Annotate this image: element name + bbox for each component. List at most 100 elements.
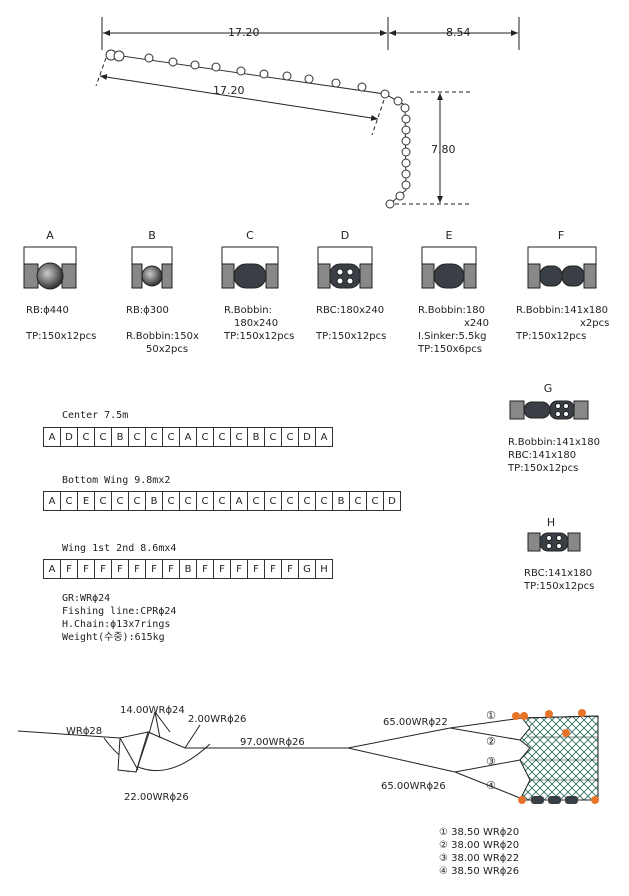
- sequence-cell: C: [213, 491, 231, 511]
- sequence-cell: C: [94, 427, 112, 447]
- label-wr26-short: 2.00WRϕ26: [188, 714, 247, 725]
- legend-item: ④ 38.50 WRϕ26: [439, 866, 520, 877]
- dim-vertical: 7.80: [431, 143, 456, 156]
- component-h-icon: [527, 532, 581, 552]
- vertical-dimension-line: [395, 91, 470, 205]
- sequence-cell: C: [94, 491, 112, 511]
- top-dimension-lines: [101, 17, 520, 50]
- float-icons: [512, 709, 599, 804]
- sequence-cell: A: [43, 427, 61, 447]
- sequence-cell: F: [111, 559, 129, 579]
- sequence-cell: E: [77, 491, 95, 511]
- sequence-cell: B: [179, 559, 197, 579]
- sequence-cell: C: [264, 427, 282, 447]
- sequence-cell: C: [315, 491, 333, 511]
- marker-2: ②: [486, 735, 496, 748]
- sequence-cell: F: [128, 559, 146, 579]
- legend-item: ① 38.50 WRϕ20: [439, 827, 520, 838]
- sequence-cell: C: [179, 491, 197, 511]
- sequence-cell: F: [94, 559, 112, 579]
- sequence-cell: F: [162, 559, 180, 579]
- bobbin-row-icons: [531, 796, 578, 804]
- sequence-cell: F: [77, 559, 95, 579]
- legend-item: ③ 38.00 WRϕ22: [439, 853, 520, 864]
- component-d-letter: D: [340, 229, 350, 242]
- label-wr24: 14.00WRϕ24: [120, 705, 185, 716]
- sequence-cell: F: [247, 559, 265, 579]
- sequence-cell: C: [213, 427, 231, 447]
- component-d-icon: [317, 246, 373, 289]
- sequence-cell: C: [281, 427, 299, 447]
- component-e-letter: E: [445, 229, 453, 242]
- component-c-letter: C: [246, 229, 254, 242]
- sequence-cell: A: [230, 491, 248, 511]
- component-f-icon: [527, 246, 597, 289]
- bottom-wing-sequence-title: Bottom Wing 9.8mx2: [62, 475, 171, 486]
- spec-line: GR:WRϕ24: [62, 593, 111, 604]
- sequence-cell: C: [162, 427, 180, 447]
- sequence-cell: C: [145, 427, 163, 447]
- component-h-letter: H: [546, 516, 556, 529]
- sequence-cell: F: [281, 559, 299, 579]
- sequence-cell: C: [230, 427, 248, 447]
- component-f-letter: F: [557, 229, 565, 242]
- sequence-cell: A: [179, 427, 197, 447]
- spec-line: H.Chain:ϕ13x7rings: [62, 619, 171, 630]
- sequence-cell: C: [60, 491, 78, 511]
- groundrope-plan: [105, 49, 411, 209]
- component-b-icon: [131, 246, 173, 289]
- sequence-cell: F: [145, 559, 163, 579]
- sequence-cell: F: [264, 559, 282, 579]
- legend-item: ② 38.00 WRϕ20: [439, 840, 520, 851]
- net-body: [512, 709, 599, 804]
- sequence-cell: C: [298, 491, 316, 511]
- sequence-cell: D: [383, 491, 401, 511]
- sequence-cell: B: [145, 491, 163, 511]
- component-c-icon: [221, 246, 279, 289]
- sequence-cell: A: [43, 491, 61, 511]
- sequence-cell: F: [60, 559, 78, 579]
- sequence-cell: H: [315, 559, 333, 579]
- sequence-cell: C: [247, 491, 265, 511]
- spec-line: Fishing line:CPRϕ24: [62, 606, 177, 617]
- sequence-cell: C: [264, 491, 282, 511]
- sequence-cell: B: [247, 427, 265, 447]
- sequence-cell: C: [196, 427, 214, 447]
- sequence-cell: F: [213, 559, 231, 579]
- label-wr28: WRϕ28: [66, 726, 103, 737]
- dim-top-right: 8.54: [446, 26, 471, 39]
- sequence-cell: G: [298, 559, 316, 579]
- component-b-letter: B: [148, 229, 156, 242]
- sequence-cell: C: [128, 427, 146, 447]
- sequence-cell: B: [111, 427, 129, 447]
- sequence-cell: C: [196, 491, 214, 511]
- marker-3: ③: [486, 755, 496, 768]
- sequence-cell: B: [332, 491, 350, 511]
- marker-4: ④: [486, 779, 496, 792]
- dim-slant: 17.20: [213, 84, 245, 97]
- label-wr26-lower: 65.00WRϕ26: [381, 781, 446, 792]
- component-a-icon: [23, 246, 77, 290]
- sequence-cell: C: [281, 491, 299, 511]
- sequence-cell: C: [366, 491, 384, 511]
- rigging-specs: GR:WRϕ24 Fishing line:CPRϕ24 H.Chain:ϕ13…: [62, 592, 176, 644]
- component-e-icon: [421, 246, 477, 289]
- sequence-cell: F: [196, 559, 214, 579]
- sequence-cell: F: [230, 559, 248, 579]
- rigging-drawing: [17, 711, 523, 799]
- label-wr22: 65.00WRϕ22: [383, 717, 448, 728]
- component-a-letter: A: [46, 229, 54, 242]
- sequence-cell: A: [43, 559, 61, 579]
- label-wr26-main: 97.00WRϕ26: [240, 737, 305, 748]
- marker-1: ①: [486, 709, 496, 722]
